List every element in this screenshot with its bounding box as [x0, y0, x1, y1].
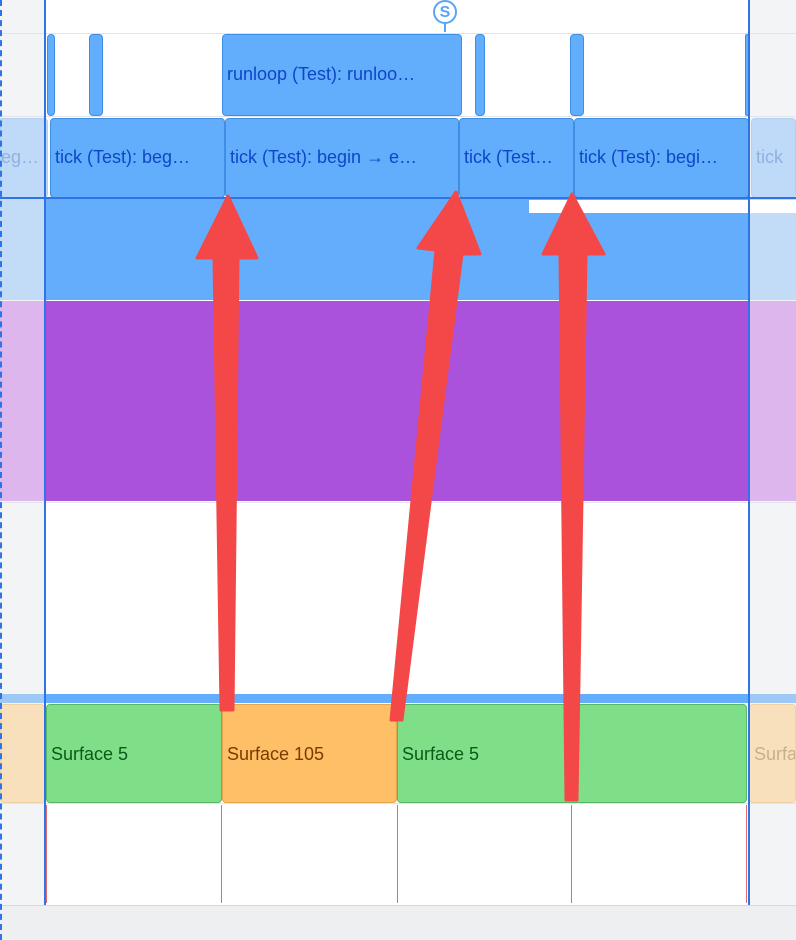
frame-band	[45, 694, 749, 703]
runloop-slice-main[interactable]: runloop (Test): runloo…	[222, 34, 462, 116]
track-gap	[529, 200, 796, 213]
track-band-blue	[45, 198, 749, 300]
track-band-purple-outside	[0, 301, 45, 501]
marker-label: S	[439, 4, 451, 21]
selection-row-boundary	[0, 197, 796, 199]
runloop-slice[interactable]	[570, 34, 584, 116]
selection-right-edge[interactable]	[748, 0, 750, 905]
vsync-tick	[571, 805, 572, 903]
tick-slice[interactable]: tick (Test): begi…	[574, 118, 749, 198]
surface-slice[interactable]: Surface 5	[397, 704, 747, 803]
track-band-blue-outside	[749, 198, 796, 300]
tick-slice[interactable]: tick (Test): begin → e…	[225, 118, 459, 198]
tick-slice[interactable]: tick (Test…	[459, 118, 574, 198]
range-dashed-edge	[0, 0, 2, 940]
timeline-marker-s[interactable]: S	[433, 0, 457, 24]
marker-stem	[444, 24, 446, 32]
vsync-tick	[221, 805, 222, 903]
row-divider	[0, 116, 796, 117]
runloop-slice[interactable]	[47, 34, 55, 116]
tick-slice-faded[interactable]: tick	[751, 118, 796, 198]
surface-slice-faded[interactable]	[0, 704, 45, 803]
row-divider	[0, 33, 796, 34]
track-band-purple	[45, 301, 749, 501]
vsync-tick	[46, 805, 47, 903]
selection-left-edge[interactable]	[44, 0, 46, 905]
runloop-slice[interactable]	[89, 34, 103, 116]
surface-slice[interactable]: Surface 105	[222, 704, 397, 803]
track-band-purple-outside	[749, 301, 796, 501]
tick-slice-faded[interactable]: eg…	[0, 118, 48, 198]
surface-slice-faded[interactable]: Surfa	[749, 704, 796, 803]
row-divider	[0, 502, 796, 503]
surface-slice[interactable]: Surface 5	[46, 704, 222, 803]
vsync-tick	[746, 805, 747, 903]
footer-track	[0, 905, 796, 940]
runloop-slice[interactable]	[475, 34, 485, 116]
vsync-tick	[397, 805, 398, 903]
row-divider	[0, 803, 796, 804]
tick-slice[interactable]: tick (Test): beg…	[50, 118, 225, 198]
